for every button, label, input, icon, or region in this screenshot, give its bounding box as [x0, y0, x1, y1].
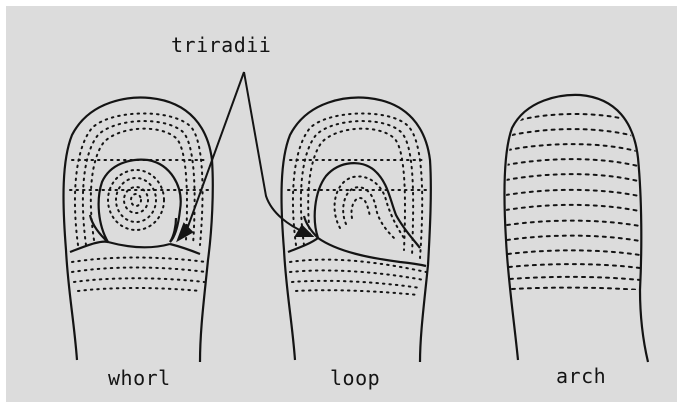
background-panel — [6, 6, 677, 402]
whorl-label: whorl — [108, 366, 171, 390]
arch-label: arch — [556, 364, 606, 388]
loop-label: loop — [330, 366, 380, 390]
triradii-label: triradii — [171, 33, 271, 57]
